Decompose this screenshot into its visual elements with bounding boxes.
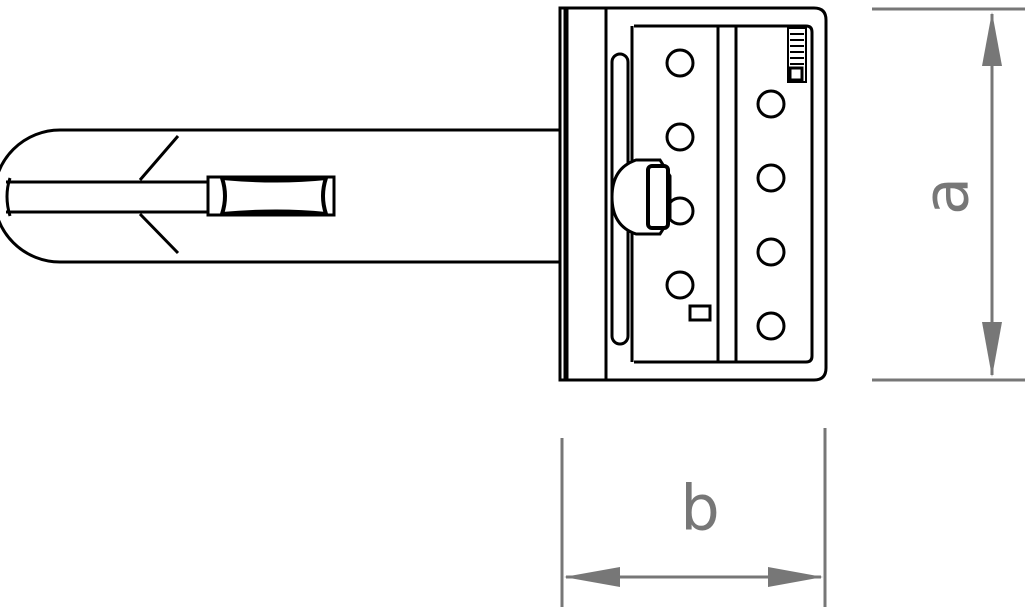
hole [756, 311, 786, 341]
knurled-grip [206, 175, 336, 217]
arrow-left [564, 567, 620, 587]
shaft [0, 128, 560, 264]
dimension-b: b [560, 428, 827, 607]
plate-holes [665, 48, 786, 341]
hole [756, 89, 786, 119]
arrow-right [768, 567, 823, 587]
plate-markings [688, 27, 807, 322]
arrow-down [982, 322, 1002, 377]
hole [756, 163, 786, 193]
dimension-a: a [872, 7, 1025, 382]
small-square [688, 304, 712, 322]
hole [665, 270, 695, 300]
shaft-outline [0, 128, 560, 264]
plate-outer [558, 6, 828, 382]
hole [665, 48, 695, 78]
plate-inner-frame [634, 24, 814, 364]
arrow-up [982, 12, 1002, 66]
dimension-label-b: b [680, 472, 719, 545]
hole [756, 237, 786, 267]
hole [665, 122, 695, 152]
hex-nut [610, 158, 672, 236]
shaft-chevron [138, 135, 180, 255]
dimension-label-a: a [910, 177, 983, 215]
shaft-inner-rail [5, 177, 210, 217]
